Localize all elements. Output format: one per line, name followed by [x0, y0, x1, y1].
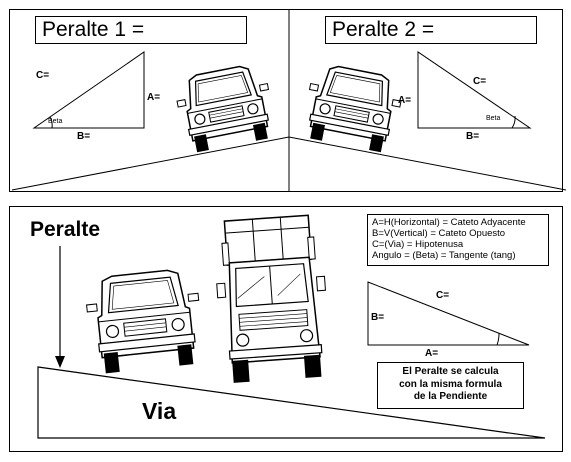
- left-triangle-angle-label: Beta: [48, 118, 63, 125]
- left-triangle-c-label: C=: [36, 70, 50, 81]
- right-angle-arc: [511, 115, 516, 129]
- car-left-illustration: [176, 65, 270, 153]
- right-triangle: [417, 51, 532, 129]
- truck-illustration: [216, 214, 326, 383]
- car-right-illustration: [308, 65, 402, 153]
- right-triangle-c-label: C=: [473, 76, 487, 87]
- right-triangle-a-label: A=: [398, 95, 412, 106]
- top-road: [11, 136, 567, 191]
- peralte-2-title: Peralte 2 =: [325, 16, 537, 44]
- left-angle-arc: [49, 116, 53, 129]
- peralte-1-title: Peralte 1 =: [35, 16, 247, 44]
- bottom-triangle: [367, 281, 530, 346]
- bottom-triangle-a-label: A=: [425, 348, 439, 359]
- left-triangle-b-label: B=: [77, 131, 91, 142]
- bottom-panel: [9, 206, 563, 452]
- bottom-triangle-c-label: C=: [436, 290, 450, 301]
- legend-box: A=H(Horizontal) = Cateto Adyacente B=V(V…: [367, 214, 549, 266]
- via-label: Via: [142, 398, 177, 424]
- bottom-triangle-b-label: B=: [371, 312, 385, 323]
- car-bottom-illustration: [86, 269, 200, 374]
- bottom-road: [37, 366, 546, 439]
- legend-line-2: B=V(Vertical) = Cateto Opuesto: [372, 228, 506, 239]
- note-line-3: de la Pendiente: [413, 391, 488, 402]
- legend-line-4: Angulo = (Beta) = Tangente (tang): [372, 250, 516, 261]
- bottom-angle-arc: [496, 332, 500, 346]
- note-line-1: El Peralte se calcula: [402, 366, 499, 377]
- left-triangle: [32, 51, 145, 129]
- right-triangle-b-label: B=: [466, 131, 480, 142]
- legend-line-3: C=(Via) = Hipotenusa: [372, 239, 464, 250]
- top-panel: [9, 9, 563, 192]
- formula-note-box: El Peralte se calcula con la misma formu…: [377, 362, 524, 409]
- legend-line-1: A=H(Horizontal) = Cateto Adyacente: [372, 217, 526, 228]
- left-triangle-a-label: A=: [147, 92, 161, 103]
- right-triangle-angle-label: Beta: [486, 115, 501, 122]
- note-line-2: con la misma formula: [399, 378, 502, 390]
- peralte-heading: Peralte: [30, 218, 101, 241]
- peralte-arrow-head: [55, 356, 65, 368]
